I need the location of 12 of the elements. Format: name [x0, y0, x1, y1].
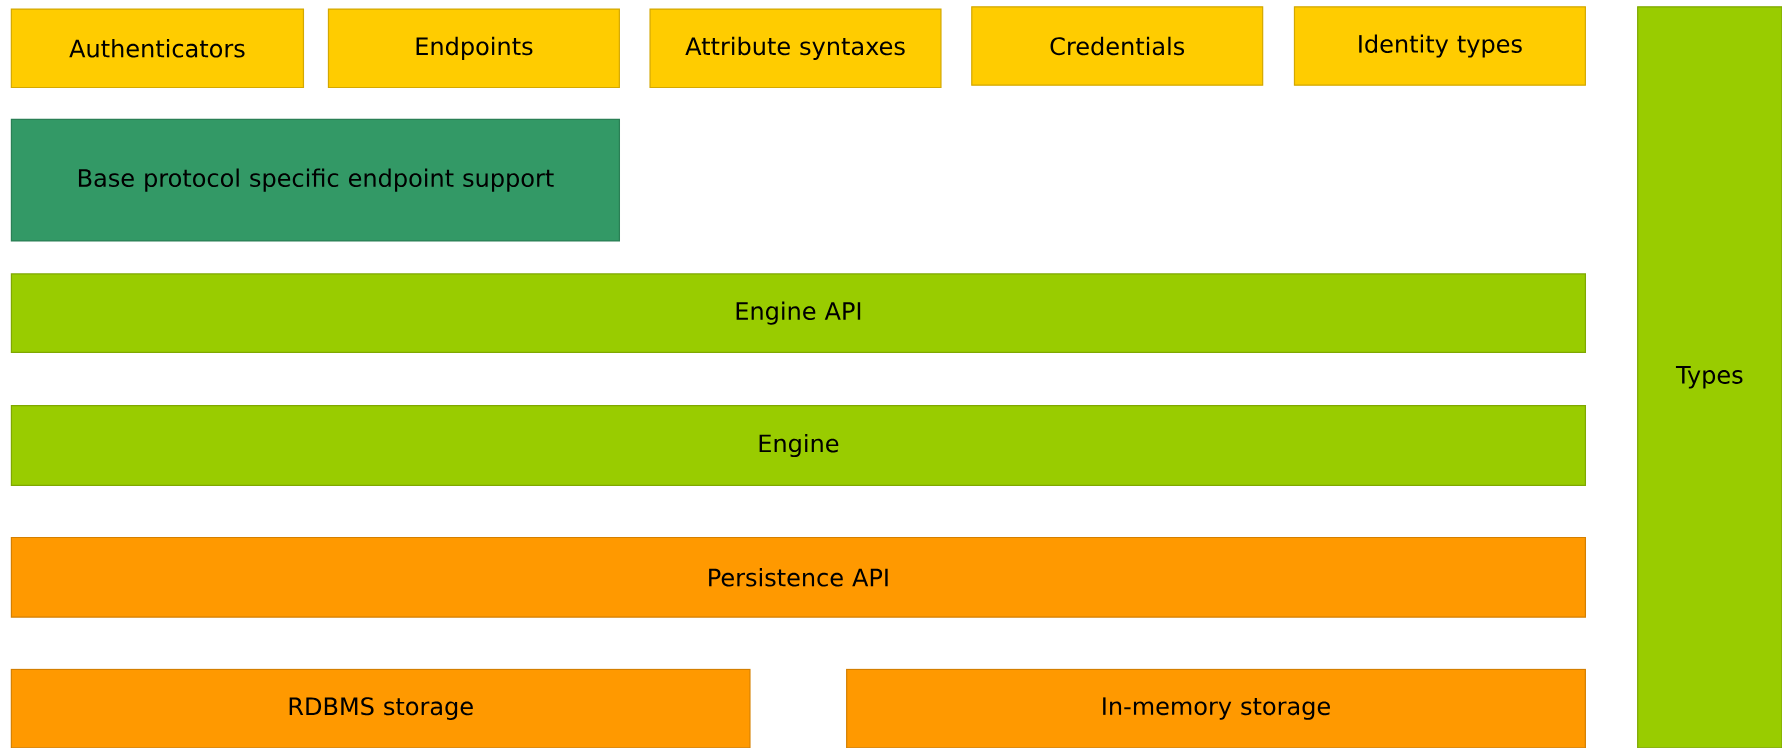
layer-box: Types — [1637, 6, 1782, 748]
layer-box: Endpoints — [327, 8, 620, 89]
layer-box: Attribute syntaxes — [649, 8, 942, 89]
layer-box: Identity types — [1293, 6, 1586, 86]
layer-box: Persistence API — [10, 536, 1586, 618]
layer-box: Credentials — [971, 6, 1264, 86]
layer-box: Engine API — [10, 273, 1586, 353]
layer-box: In-memory storage — [846, 668, 1586, 748]
layer-box: Base protocol specific endpoint support — [10, 118, 620, 242]
layer-box: RDBMS storage — [10, 668, 751, 748]
layer-box: Authenticators — [10, 8, 305, 89]
layer-box: Engine — [10, 405, 1586, 486]
